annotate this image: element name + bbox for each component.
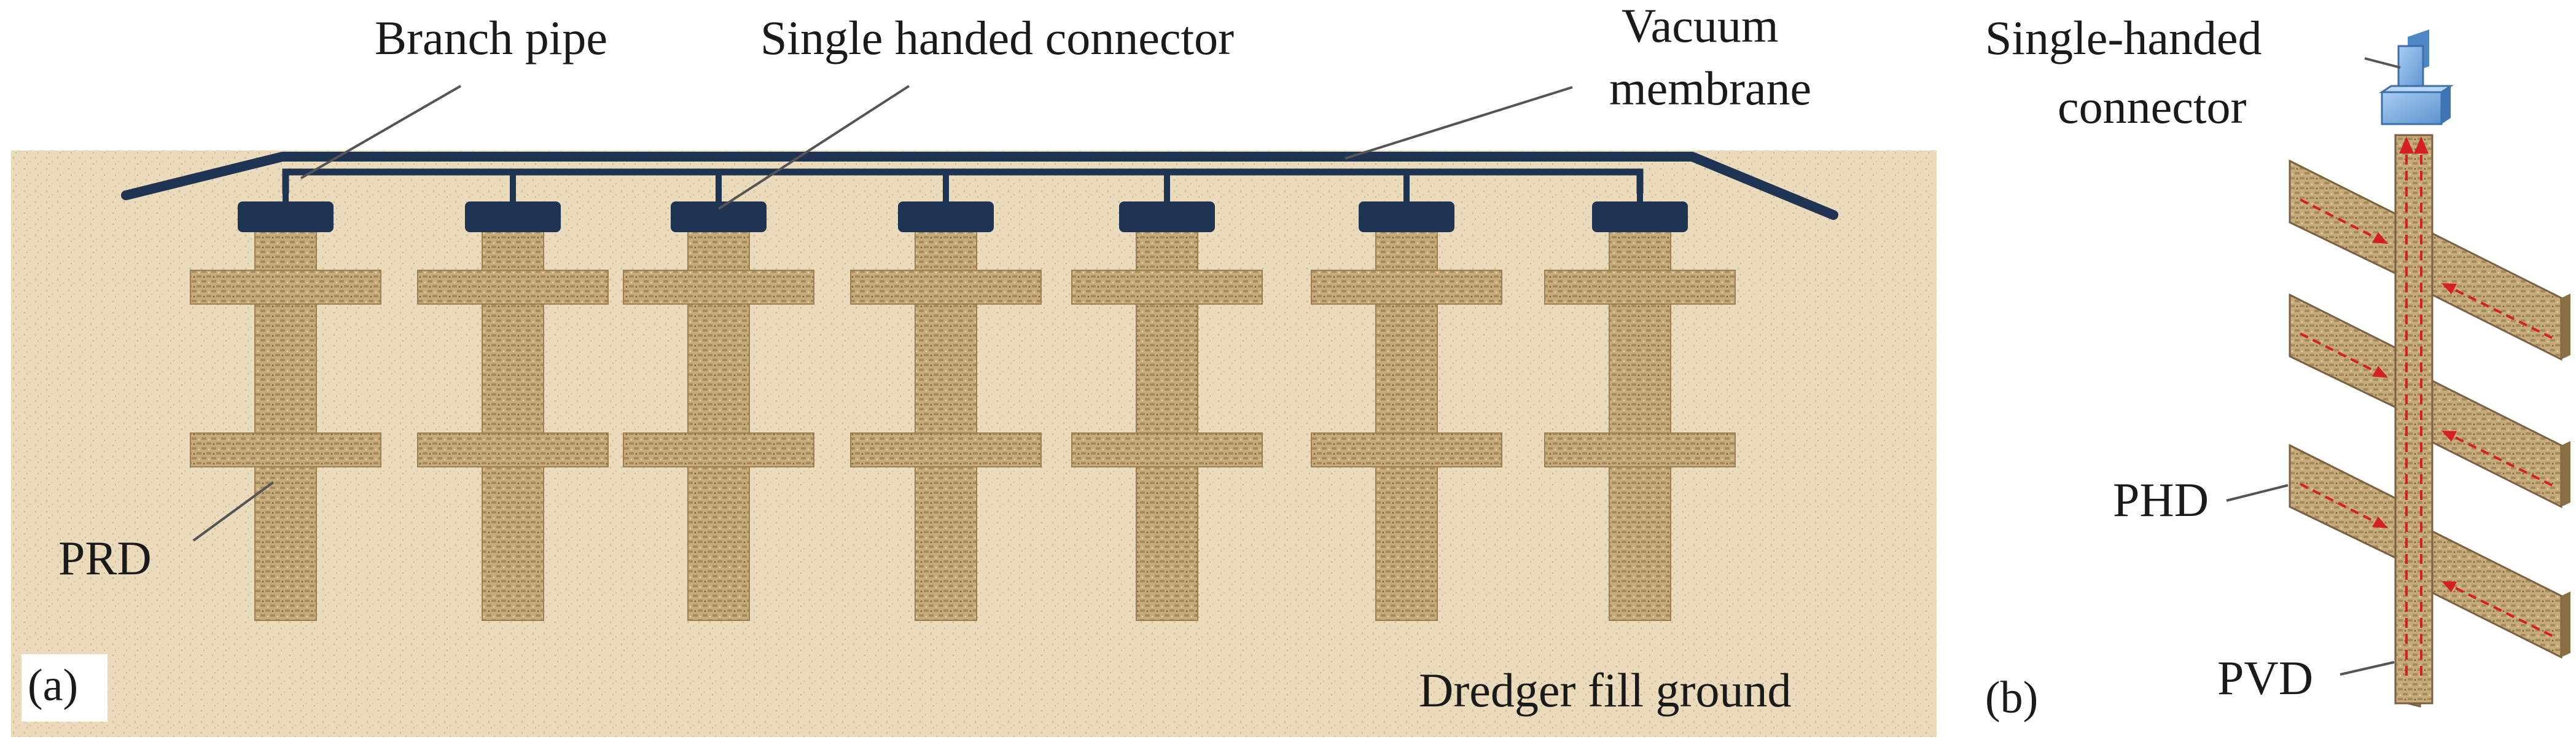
prd-horizontal-drain-upper <box>190 270 381 305</box>
single-handed-connector <box>1119 201 1215 232</box>
single-handed-connector <box>1592 201 1688 232</box>
prd-label: PRD <box>58 531 152 585</box>
prd-horizontal-drain-lower <box>1071 432 1263 467</box>
single-handed-connector <box>898 201 994 232</box>
prd-drain-group <box>190 172 1736 621</box>
single-handed-connector <box>671 201 767 232</box>
phd-label: PHD <box>2113 473 2209 526</box>
phd-board-left-2 <box>2289 293 2397 409</box>
single-handed-connector <box>2379 29 2454 125</box>
vacuum-membrane-label-line2: membrane <box>1609 61 1811 115</box>
phd-board-left-3 <box>2289 443 2397 560</box>
prd-drain <box>1311 172 1502 621</box>
prd-horizontal-drain-upper <box>417 270 609 305</box>
panel-b-3d-view: Single-handed connector PHD PVD (b) <box>1985 11 2570 723</box>
prd-drain <box>1544 172 1736 621</box>
prd-drain <box>417 172 609 621</box>
prd-drain <box>850 172 1042 621</box>
phd-flow-arrows <box>2300 198 2553 637</box>
prd-horizontal-drain-upper <box>1071 270 1263 305</box>
membrane-leader <box>1345 86 1573 160</box>
single-connector-label: Single handed connector <box>760 11 1234 64</box>
b-connector-leader <box>2364 57 2401 69</box>
pvd-label: PVD <box>2217 651 2313 705</box>
prd-horizontal-drain-upper <box>1544 270 1736 305</box>
prd-horizontal-drain-lower <box>850 432 1042 467</box>
b-connector-label-line1: Single-handed <box>1985 11 2262 64</box>
single-handed-connector <box>465 201 561 232</box>
prd-horizontal-drain-lower <box>417 432 609 467</box>
prd-horizontal-drain-lower <box>623 432 814 467</box>
prd-drain <box>1071 172 1263 621</box>
phd-board-right-3 <box>2431 529 2570 659</box>
panel-a-label-box <box>21 654 107 722</box>
prd-horizontal-drain-upper <box>623 270 814 305</box>
pvd-leader <box>2340 661 2395 676</box>
prd-drain <box>623 172 814 621</box>
single-handed-connector <box>238 201 334 232</box>
connector-leader <box>717 85 910 210</box>
prd-drain <box>190 172 381 621</box>
panel-a-label: (a) <box>28 660 78 711</box>
branch-pipe-leader <box>300 85 461 179</box>
phd-leader <box>2226 484 2289 502</box>
phd-flow-arrowheads <box>2372 232 2457 592</box>
b-connector-label-line2: connector <box>2058 80 2247 133</box>
panel-b-label: (b) <box>1985 673 2038 723</box>
vacuum-membrane <box>121 152 1838 220</box>
prd-horizontal-drain-lower <box>1311 432 1502 467</box>
phd-board-right-1 <box>2431 232 2570 361</box>
prd-horizontal-drain-upper <box>850 270 1042 305</box>
phd-board-left-1 <box>2289 159 2397 275</box>
prd-horizontal-drain-lower <box>1544 432 1736 467</box>
branch-pipe-label: Branch pipe <box>375 11 607 64</box>
phd-board-right-2 <box>2431 379 2570 509</box>
vacuum-membrane-label-line1: Vacuum <box>1622 0 1779 52</box>
prd-leader <box>192 481 275 542</box>
prd-horizontal-drain-upper <box>1311 270 1502 305</box>
panel-a-plan-view: Branch pipe Single handed connector Vacu… <box>11 0 1937 737</box>
dredger-fill-ground-label: Dredger fill ground <box>1419 663 1791 717</box>
single-handed-connector <box>1359 201 1454 232</box>
pvd-board <box>2394 134 2434 708</box>
prd-horizontal-drain-lower <box>190 432 381 467</box>
